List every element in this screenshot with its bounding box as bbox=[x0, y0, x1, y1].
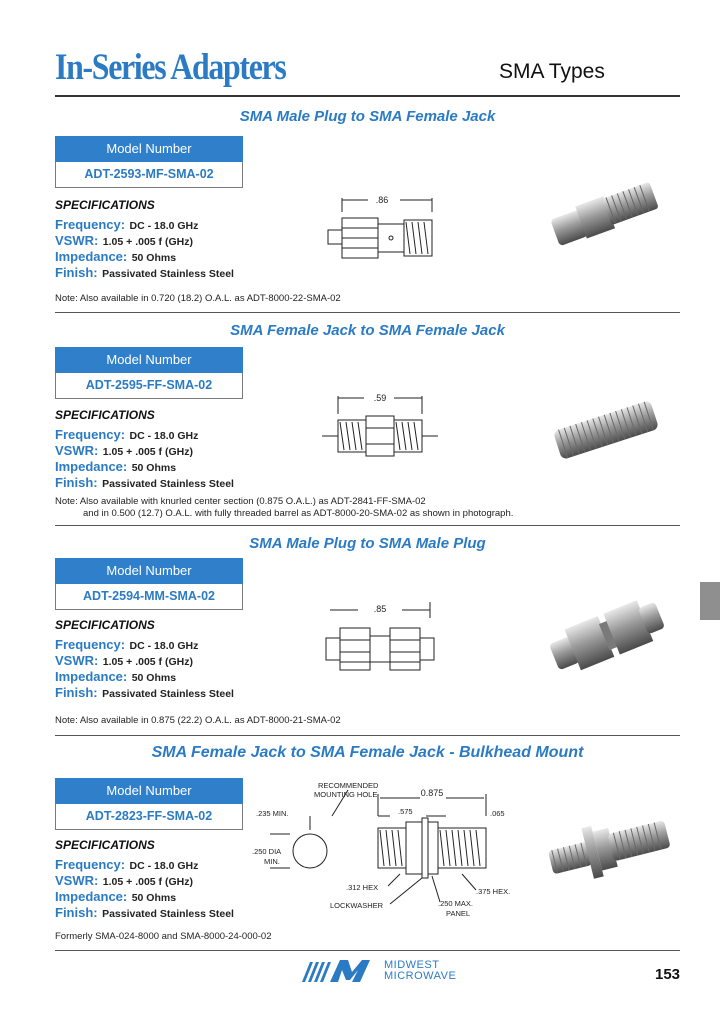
spec-vswr: VSWR: 1.05 + .005 f (GHz) bbox=[55, 233, 193, 248]
note: and in 0.500 (12.7) O.A.L. with fully th… bbox=[83, 508, 514, 519]
model-number-header: Model Number bbox=[55, 136, 243, 162]
section-title: SMA Female Jack to SMA Female Jack - Bul… bbox=[151, 744, 584, 761]
model-number-box: Model Number ADT-2823-FF-SMA-02 bbox=[55, 778, 243, 830]
section-title: SMA Female Jack to SMA Female Jack bbox=[230, 322, 505, 339]
specifications: SPECIFICATIONS Frequency: DC - 18.0 GHz … bbox=[55, 838, 295, 920]
bulkhead-drawing: RECOMMENDED MOUNTING HOLE .235 MIN. .250… bbox=[252, 781, 510, 918]
spec-impedance: Impedance: 50 Ohms bbox=[55, 249, 177, 264]
spec-frequency: Frequency: DC - 18.0 GHz bbox=[55, 217, 199, 232]
model-number: ADT-2594-MM-SMA-02 bbox=[55, 584, 243, 610]
dimension-label: .59 bbox=[374, 393, 387, 403]
header-rule bbox=[55, 95, 680, 97]
model-number-box: Model Number ADT-2593-MF-SMA-02 bbox=[55, 136, 243, 188]
section-title: SMA Male Plug to SMA Female Jack bbox=[239, 108, 496, 125]
spec-frequency: Frequency: DC - 18.0 GHz bbox=[55, 857, 199, 872]
note: Formerly SMA-024-8000 and SMA-8000-24-00… bbox=[55, 931, 272, 942]
model-number-header: Model Number bbox=[55, 558, 243, 584]
section-title: SMA Male Plug to SMA Male Plug bbox=[249, 535, 486, 552]
note: Note: Also available in 0.875 (22.2) O.A… bbox=[55, 715, 341, 726]
spec-frequency: Frequency: DC - 18.0 GHz bbox=[55, 427, 199, 442]
drawing-label-dia-250: .250 DIA bbox=[252, 847, 281, 856]
spec-finish: Finish: Passivated Stainless Steel bbox=[55, 685, 234, 700]
page-number: 153 bbox=[655, 966, 681, 983]
logo-text-line1: MIDWEST bbox=[384, 959, 440, 971]
model-number: ADT-2595-FF-SMA-02 bbox=[55, 373, 243, 399]
side-tab-marker bbox=[700, 582, 720, 620]
model-number-header: Model Number bbox=[55, 778, 243, 804]
specifications-heading: SPECIFICATIONS bbox=[55, 618, 155, 632]
specifications: SPECIFICATIONS Frequency: DC - 18.0 GHz … bbox=[55, 408, 295, 490]
adapter-drawing-ff: .59 bbox=[322, 393, 438, 457]
adapter-photo-mm bbox=[550, 600, 664, 671]
spec-impedance: Impedance: 50 Ohms bbox=[55, 459, 177, 474]
midwest-microwave-logo: MIDWEST MICROWAVE bbox=[296, 958, 476, 984]
spec-vswr: VSWR: 1.05 + .005 f (GHz) bbox=[55, 443, 193, 458]
specifications-heading: SPECIFICATIONS bbox=[55, 838, 155, 852]
footer-rule bbox=[55, 950, 680, 951]
adapter-drawing-mf: .86 bbox=[327, 195, 433, 259]
logo-text-line2: MICROWAVE bbox=[384, 970, 457, 982]
dimension-label: .85 bbox=[374, 604, 387, 614]
drawing-label-lockwasher: LOCKWASHER bbox=[330, 901, 384, 910]
page-title: In-Series Adapters bbox=[55, 47, 287, 88]
specifications: SPECIFICATIONS Frequency: DC - 18.0 GHz … bbox=[55, 618, 295, 700]
bulkhead-photo bbox=[548, 820, 670, 879]
note: Note: Also available in 0.720 (18.2) O.A… bbox=[55, 293, 341, 304]
model-number-box: Model Number ADT-2595-FF-SMA-02 bbox=[55, 347, 243, 399]
spec-vswr: VSWR: 1.05 + .005 f (GHz) bbox=[55, 873, 193, 888]
adapter-photo-ff bbox=[554, 401, 658, 459]
drawing-label-recommended: RECOMMENDED bbox=[318, 781, 379, 790]
drawing-label-575: .575 bbox=[398, 807, 413, 816]
drawing-label-max250: .250 MAX. bbox=[438, 899, 473, 908]
section-divider bbox=[55, 525, 680, 526]
dimension-label: .86 bbox=[376, 195, 389, 205]
model-number-box: Model Number ADT-2594-MM-SMA-02 bbox=[55, 558, 243, 610]
drawing-label-mounting-hole: MOUNTING HOLE bbox=[314, 790, 377, 799]
drawing-label-oal: 0.875 bbox=[421, 788, 444, 798]
section-divider bbox=[55, 312, 680, 313]
specifications: SPECIFICATIONS Frequency: DC - 18.0 GHz … bbox=[55, 198, 295, 280]
spec-finish: Finish: Passivated Stainless Steel bbox=[55, 475, 234, 490]
model-number: ADT-2593-MF-SMA-02 bbox=[55, 162, 243, 188]
model-number: ADT-2823-FF-SMA-02 bbox=[55, 804, 243, 830]
spec-frequency: Frequency: DC - 18.0 GHz bbox=[55, 637, 199, 652]
spec-impedance: Impedance: 50 Ohms bbox=[55, 669, 177, 684]
drawing-label-hex375: .375 HEX. bbox=[476, 887, 510, 896]
spec-finish: Finish: Passivated Stainless Steel bbox=[55, 905, 234, 920]
model-number-header: Model Number bbox=[55, 347, 243, 373]
drawing-label-min: MIN. bbox=[264, 857, 280, 866]
drawing-label-panel: PANEL bbox=[446, 909, 470, 918]
drawing-label-065: .065 bbox=[490, 809, 505, 818]
note: Note: Also available with knurled center… bbox=[55, 496, 426, 507]
spec-finish: Finish: Passivated Stainless Steel bbox=[55, 265, 234, 280]
specifications-heading: SPECIFICATIONS bbox=[55, 198, 155, 212]
adapter-photo-mf bbox=[551, 182, 658, 246]
spec-impedance: Impedance: 50 Ohms bbox=[55, 889, 177, 904]
adapter-drawing-mm: .85 bbox=[325, 602, 435, 671]
section-divider bbox=[55, 735, 680, 736]
page-subtitle: SMA Types bbox=[499, 60, 605, 83]
logo-mark-icon bbox=[302, 960, 370, 982]
drawing-label-hex312: .312 HEX bbox=[346, 883, 378, 892]
drawing-label-min-235: .235 MIN. bbox=[256, 809, 289, 818]
spec-vswr: VSWR: 1.05 + .005 f (GHz) bbox=[55, 653, 193, 668]
specifications-heading: SPECIFICATIONS bbox=[55, 408, 155, 422]
